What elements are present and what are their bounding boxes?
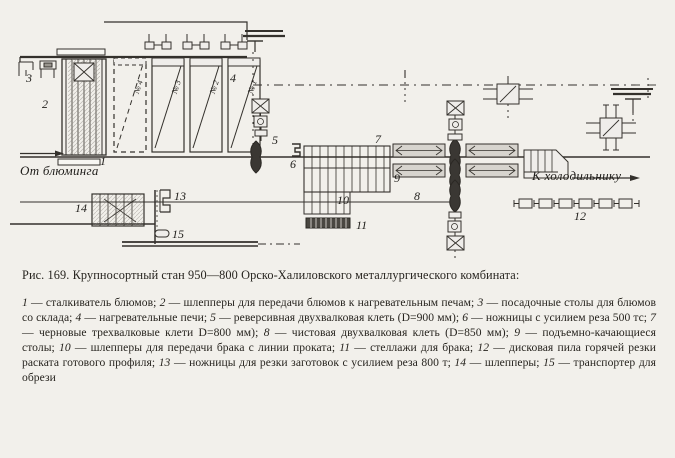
legend-text: — стеллажи для брака; [350, 341, 478, 355]
from-blooming-label: От блюминга [20, 163, 99, 178]
legend-text: — черновые трехвалковые клети D=800 мм); [22, 326, 264, 340]
disc-saw-row-12 [513, 198, 640, 209]
callout-15: 15 [172, 227, 184, 241]
shlepper-block-2 [61, 58, 107, 156]
legend-number: 1 [22, 296, 28, 309]
reject-shlepper-10 [303, 145, 391, 215]
legend-number: 2 [159, 296, 166, 309]
stand-5-drive [251, 98, 270, 137]
drive-column-head [243, 30, 285, 52]
pusher-1 [57, 158, 101, 166]
motor-symbol-upper [483, 76, 533, 118]
callout-14: 14 [75, 201, 87, 215]
callout-9: 9 [394, 171, 400, 185]
overhead-rail [104, 21, 248, 40]
stand-5 [250, 136, 262, 174]
plate-upper [56, 48, 106, 56]
delivery-chute [523, 149, 569, 179]
legend-number: 10 [58, 341, 71, 355]
legend-text: — шлепперы для передачи брака с линии пр… [70, 341, 340, 355]
legend-text: — шлепперы; [466, 356, 544, 370]
legend-text: — дисковая пила горячей резки раската го… [22, 341, 656, 370]
callout-8: 8 [414, 189, 420, 203]
furnace-no-2 [189, 57, 223, 153]
legend-number: 14 [454, 356, 467, 370]
to-cooling-bed-label: К холодильнику [532, 168, 622, 183]
furnace-no-4 [113, 59, 147, 153]
stand-bodies-column [449, 138, 461, 192]
reject-rack-11 [305, 217, 351, 229]
shlepper-14 [91, 193, 145, 227]
legend-text: — нагревательные печи; [81, 311, 211, 325]
stand-8-drive [446, 211, 465, 258]
caption-legend: 1 — сталкиватель блюмов; 2 — шлепперы дл… [22, 295, 656, 385]
finishing-stand-8 [449, 179, 461, 213]
furnace-no-4-hood [113, 57, 147, 66]
to-cooling-bed-arrow [572, 175, 640, 181]
furnace-no-3 [151, 57, 185, 153]
shears-6 [292, 143, 301, 157]
legend-number: 4 [75, 311, 82, 325]
callout-7: 7 [375, 132, 381, 146]
mill-layout-diagram: № 4 № 3 № 2 № 1 От блюминга К холодильни… [10, 21, 656, 258]
stand-7-drive-top [446, 100, 465, 141]
legend-text: — сталкиватель блюмов; [27, 296, 160, 309]
callout-10: 10 [337, 193, 349, 207]
callout-6: 6 [290, 157, 296, 171]
legend-number: 6 [462, 311, 469, 325]
caption-title: Рис. 169. Крупносортный стан 950—800 Орс… [22, 268, 520, 282]
legend-number: 9 [514, 326, 521, 340]
legend-number: 7 [650, 311, 656, 325]
legend-text: — реверсивная двухвалковая клеть (D=900 … [216, 311, 463, 325]
legend-number: 5 [210, 311, 217, 325]
legend-number: 11 [339, 341, 351, 355]
callout-13: 13 [174, 189, 186, 203]
callout-3: 3 [26, 71, 32, 85]
roughing-stands-7 [392, 143, 519, 178]
right-rail-head [611, 88, 653, 122]
legend-text: — ножницы для резки заготовок с усилием … [170, 356, 455, 370]
legend-text: — шлепперы для передачи блюмов к нагрева… [165, 296, 478, 309]
legend-number: 8 [263, 326, 270, 340]
callout-4: 4 [230, 71, 236, 85]
legend-text: — подъемно-качающиеся столы; [22, 326, 657, 355]
callout-2: 2 [42, 97, 48, 111]
legend-number: 12 [477, 341, 490, 355]
callout-11: 11 [356, 218, 368, 232]
legend-number: 15 [543, 356, 555, 370]
charging-table-3 [18, 60, 57, 78]
furnace-stacks [144, 34, 248, 50]
legend-number: 13 [158, 356, 171, 370]
motor-symbol-right [586, 104, 636, 151]
legend-text: — ножницы с усилием реза 500 тс; [468, 311, 651, 325]
legend-text: — посадочные столы для блюмов со склада; [22, 296, 657, 325]
diagram-svg [10, 21, 656, 258]
callout-12: 12 [574, 209, 586, 223]
figure-caption: Рис. 169. Крупносортный стан 950—800 Орс… [22, 268, 656, 385]
from-blooming-arrow [20, 150, 64, 157]
legend-number: 3 [477, 296, 484, 309]
callout-5: 5 [272, 133, 278, 147]
legend-text: — транспортер для обрези [22, 356, 656, 385]
legend-text: — чистовая двухвалковая клеть (D=850 мм)… [269, 326, 515, 340]
scrap-conveyor-15 [122, 229, 300, 247]
callout-1: 1 [100, 154, 106, 168]
